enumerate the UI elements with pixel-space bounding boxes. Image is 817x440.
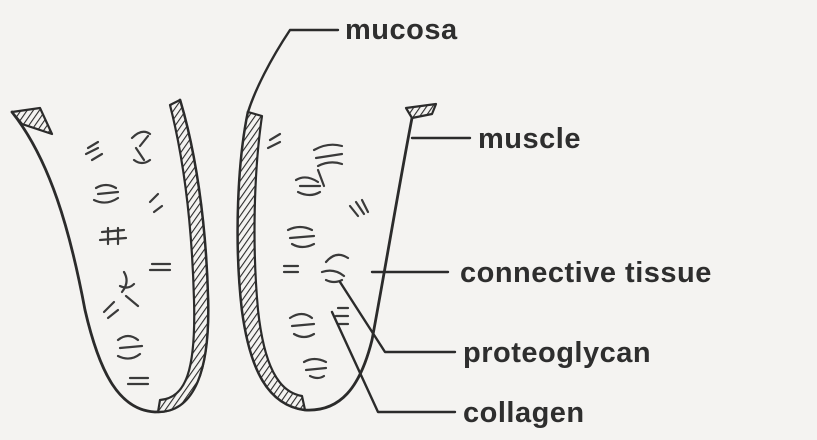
right-villus-top-band [406, 104, 436, 118]
label-collagen: collagen [463, 397, 585, 429]
label-muscle: muscle [478, 123, 581, 155]
collagen-leader-line [332, 312, 455, 412]
proteoglycan-leader-line [340, 282, 455, 352]
left-villus-fibers [86, 132, 170, 384]
right-villus-fibers [268, 134, 368, 378]
left-villus-muscle-band [158, 100, 208, 412]
right-villus-mucosa-band [238, 112, 305, 410]
left-villus [12, 100, 208, 412]
mucosa-leader-line [248, 30, 338, 112]
right-villus [238, 104, 436, 410]
label-connective-tissue: connective tissue [460, 257, 712, 289]
label-proteoglycan: proteoglycan [463, 337, 651, 369]
leader-lines [248, 30, 470, 412]
label-mucosa: mucosa [345, 14, 458, 46]
